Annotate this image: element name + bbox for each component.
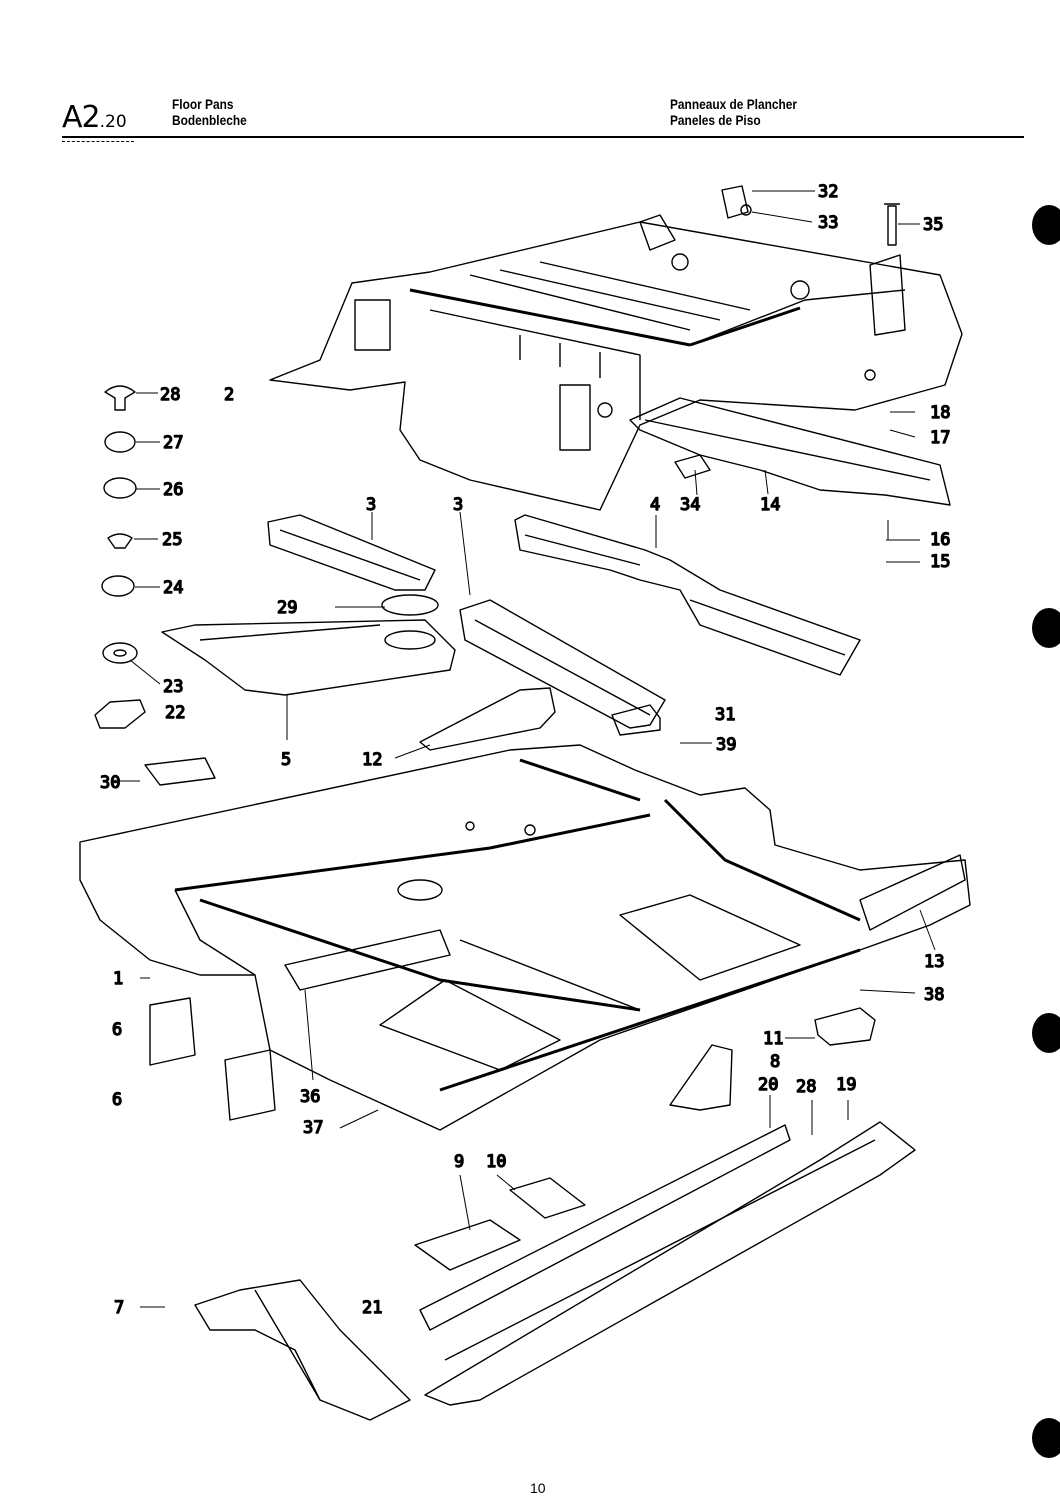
callout-16: 16 (930, 530, 950, 550)
callout-37: 37 (303, 1118, 323, 1138)
callout-11: 11 (763, 1029, 783, 1049)
callout-18: 18 (930, 403, 950, 423)
callout-8: 8 (770, 1052, 780, 1072)
callout-24: 24 (163, 578, 183, 598)
callout-33: 33 (818, 213, 838, 233)
callout-28: 28 (160, 385, 180, 405)
callout-30: 30 (100, 773, 120, 793)
callout-10: 10 (486, 1152, 506, 1172)
part-25-clip (107, 533, 133, 549)
page-number: 10 (530, 1480, 546, 1496)
binder-hole-1 (1032, 205, 1060, 245)
callout-34: 34 (680, 495, 700, 515)
title-french-spanish: Panneaux de Plancher Paneles de Piso (670, 96, 797, 128)
header-rule (62, 136, 1024, 138)
binder-hole-3 (1032, 1013, 1060, 1053)
callout-13: 13 (924, 952, 944, 972)
callout-3-right: 3 (453, 495, 463, 515)
part-4-side-member (514, 514, 861, 676)
part-7-side-member-front (194, 1279, 411, 1421)
part-30-pad (144, 757, 216, 786)
part-32-bracket (721, 185, 749, 219)
callout-20: 20 (758, 1075, 778, 1095)
callout-17: 17 (930, 428, 950, 448)
callout-5: 5 (281, 750, 291, 770)
part-3-rail-right (459, 599, 666, 729)
binder-hole-4 (1032, 1418, 1060, 1458)
part-35-bolt (884, 203, 900, 246)
callout-6-upper: 6 (112, 1020, 122, 1040)
callout-4: 4 (650, 495, 660, 515)
part-33-nut (740, 204, 752, 216)
part-9-plate (414, 1219, 521, 1271)
callout-36: 36 (300, 1087, 320, 1107)
callout-25: 25 (162, 530, 182, 550)
part-31-bracket (611, 704, 661, 736)
part-8-gusset (669, 1044, 733, 1111)
callout-29: 29 (277, 598, 297, 618)
callout-12: 12 (362, 750, 382, 770)
callout-21: 21 (362, 1298, 382, 1318)
part-24-plug (101, 575, 135, 597)
callout-22: 22 (165, 703, 185, 723)
callout-labels: 32 33 35 28 2 27 26 25 24 23 22 30 18 17… (99, 181, 951, 1318)
part-6-bracket-upper (149, 997, 196, 1066)
part-5-tunnel-cover (161, 619, 456, 696)
part-1-main-floor-pan (79, 744, 971, 1131)
leader-lines (118, 190, 936, 1308)
callout-26: 26 (163, 480, 183, 500)
callout-38: 38 (924, 985, 944, 1005)
callout-6-lower: 6 (112, 1090, 122, 1110)
callout-39: 39 (716, 735, 736, 755)
part-12-bracket (419, 687, 556, 751)
callout-15: 15 (930, 552, 950, 572)
header-code-underline (62, 141, 134, 142)
hardware-column (94, 385, 216, 786)
callout-32: 32 (818, 182, 838, 202)
title-english-german: Floor Pans Bodenbleche (172, 96, 247, 128)
callout-31: 31 (715, 705, 735, 725)
part-6-bracket-lower (224, 1049, 276, 1121)
callout-3-left: 3 (366, 495, 376, 515)
section-code: A2.20 (62, 100, 127, 135)
part-3-rail-left (267, 514, 436, 591)
callout-1: 1 (113, 969, 123, 989)
part-34-bracket (674, 454, 711, 479)
part-22-clip (94, 699, 146, 729)
part-14-crossmember (629, 397, 951, 506)
binder-hole-2 (1032, 608, 1060, 648)
part-rear-floor-assembly (269, 214, 963, 511)
part-10-plate (509, 1177, 586, 1219)
part-26-plug (103, 477, 137, 499)
callout-2: 2 (224, 385, 234, 405)
part-19-rocker-sill (424, 1121, 916, 1406)
part-11-bracket (814, 1007, 876, 1046)
part-23-grommet (102, 642, 138, 664)
part-28-fastener (104, 385, 136, 411)
callout-14: 14 (760, 495, 780, 515)
callout-19: 19 (836, 1075, 856, 1095)
callout-7: 7 (114, 1298, 124, 1318)
callout-23: 23 (163, 677, 183, 697)
callout-27: 27 (163, 433, 183, 453)
callout-28-lower: 28 (796, 1077, 816, 1097)
part-27-plug (104, 431, 136, 453)
part-20-sill-strip (419, 1124, 791, 1331)
callout-35: 35 (923, 215, 943, 235)
callout-9: 9 (454, 1152, 464, 1172)
part-29-seal-ring (381, 594, 439, 650)
